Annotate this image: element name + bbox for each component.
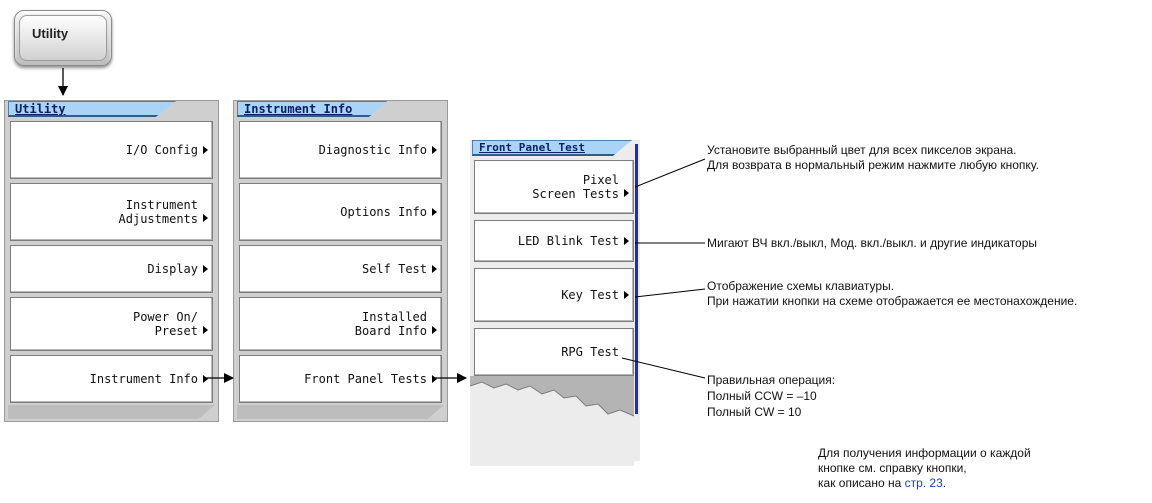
softkey-io-config[interactable]: I/O Config (10, 121, 213, 179)
softkey-instrument-info[interactable]: Instrument Info (10, 355, 213, 403)
utility-hardkey-face: Utility (19, 15, 107, 61)
submenu-arrow-icon (432, 326, 437, 334)
annotation-line: кнопке см. справку кнопки, (818, 461, 967, 475)
utility-menu: Utility I/O Config Instrument Adjustment… (4, 100, 219, 422)
softkey-label: Key Test (561, 288, 619, 302)
softkey-key-test[interactable]: Key Test (474, 268, 634, 322)
instrument-info-menu: Instrument Info Diagnostic Info Options … (233, 100, 448, 422)
submenu-arrow-icon (432, 208, 437, 216)
softkey-label: Instrument Info (89, 372, 198, 386)
key-test-annotation: Отображение схемы клавиатуры. При нажати… (707, 279, 1077, 309)
annotation-line: Полный CCW = –10 (707, 389, 817, 403)
annotation-line: Мигают ВЧ вкл./выкл, Мод. вкл./выкл. и д… (707, 236, 1037, 250)
annotation-line: Отображение схемы клавиатуры. (707, 279, 895, 293)
softkey-label: Diagnostic Info (318, 143, 427, 157)
pixel-test-annotation: Установите выбранный цвет для всех пиксе… (707, 143, 1039, 173)
softkey-label-line1: Pixel (582, 173, 619, 187)
softkey-label: Front Panel Tests (304, 372, 427, 386)
front-panel-test-menu: Front Panel Test Pixel Screen Tests LED … (470, 140, 640, 466)
annotation-line: Установите выбранный цвет для всех пиксе… (707, 143, 1017, 157)
help-annotation: Для получения информации о каждой кнопке… (818, 446, 1031, 491)
softkey-instrument-adjustments[interactable]: Instrument Adjustments (10, 183, 213, 241)
softkey-label-line1: Power On/ (132, 310, 198, 324)
softkey-label-line2: Board Info (354, 324, 427, 338)
annotation-line: При нажатии кнопки на схеме отображается… (707, 294, 1078, 308)
submenu-arrow-icon (203, 146, 208, 154)
softkey-installed-board-info[interactable]: Installed Board Info (239, 297, 442, 351)
softkey-label-line2: Screen Tests (532, 187, 619, 201)
annotation-line: Правильная операция: (707, 373, 836, 387)
submenu-arrow-icon (432, 146, 437, 154)
blue-edge-line (635, 144, 638, 414)
torn-edge-graphic (470, 376, 635, 466)
submenu-arrow-icon (624, 189, 629, 197)
submenu-arrow-icon (203, 375, 208, 383)
submenu-arrow-icon (432, 265, 437, 273)
softkey-label-line2: Preset (154, 324, 198, 338)
submenu-arrow-icon (203, 214, 208, 222)
softkey-label: I/O Config (125, 143, 198, 157)
annotation-line: Для получения информации о каждой (818, 446, 1031, 460)
led-test-annotation: Мигают ВЧ вкл./выкл, Мод. вкл./выкл. и д… (707, 236, 1037, 251)
annotation-text: . (942, 476, 947, 490)
softkey-label: Options Info (340, 205, 427, 219)
front-panel-test-menu-title: Front Panel Test (472, 140, 632, 156)
annotation-line: как описано на стр. 23. (818, 476, 1031, 491)
softkey-options-info[interactable]: Options Info (239, 183, 442, 241)
submenu-arrow-icon (624, 237, 629, 245)
softkey-label: Display (147, 262, 198, 276)
softkey-diagnostic-info[interactable]: Diagnostic Info (239, 121, 442, 179)
softkey-label: LED Blink Test (517, 234, 619, 248)
softkey-label: Self Test (361, 262, 427, 276)
softkey-led-blink-test[interactable]: LED Blink Test (474, 220, 634, 262)
utility-hardkey-label: Utility (32, 26, 69, 41)
softkey-label-line1: Installed (361, 310, 427, 324)
softkey-label-line2: Adjustments (118, 212, 198, 226)
submenu-arrow-icon (624, 291, 629, 299)
softkey-power-on-preset[interactable]: Power On/ Preset (10, 297, 213, 351)
submenu-arrow-icon (203, 265, 208, 273)
menu-footer (8, 405, 215, 419)
utility-menu-title: Utility (8, 101, 176, 117)
softkey-front-panel-tests[interactable]: Front Panel Tests (239, 355, 442, 403)
softkey-label-line1: Instrument (125, 198, 198, 212)
annotation-text: как описано на (818, 476, 905, 490)
softkey-rpg-test[interactable]: RPG Test (474, 328, 634, 376)
annotation-line: Для возврата в нормальный режим нажмите … (707, 158, 1039, 172)
annotation-line: Полный CW = 10 (707, 405, 802, 419)
softkey-pixel-screen-tests[interactable]: Pixel Screen Tests (474, 160, 634, 214)
page-link[interactable]: стр. 23 (904, 476, 943, 490)
softkey-label: RPG Test (561, 345, 619, 359)
menu-footer (237, 405, 444, 419)
submenu-arrow-icon (432, 375, 437, 383)
submenu-arrow-icon (203, 326, 208, 334)
softkey-self-test[interactable]: Self Test (239, 245, 442, 293)
utility-hardkey[interactable]: Utility (14, 10, 112, 66)
softkey-display[interactable]: Display (10, 245, 213, 293)
instrument-info-menu-title: Instrument Info (237, 101, 387, 117)
rpg-test-annotation: Правильная операция: Полный CCW = –10 По… (707, 372, 835, 420)
